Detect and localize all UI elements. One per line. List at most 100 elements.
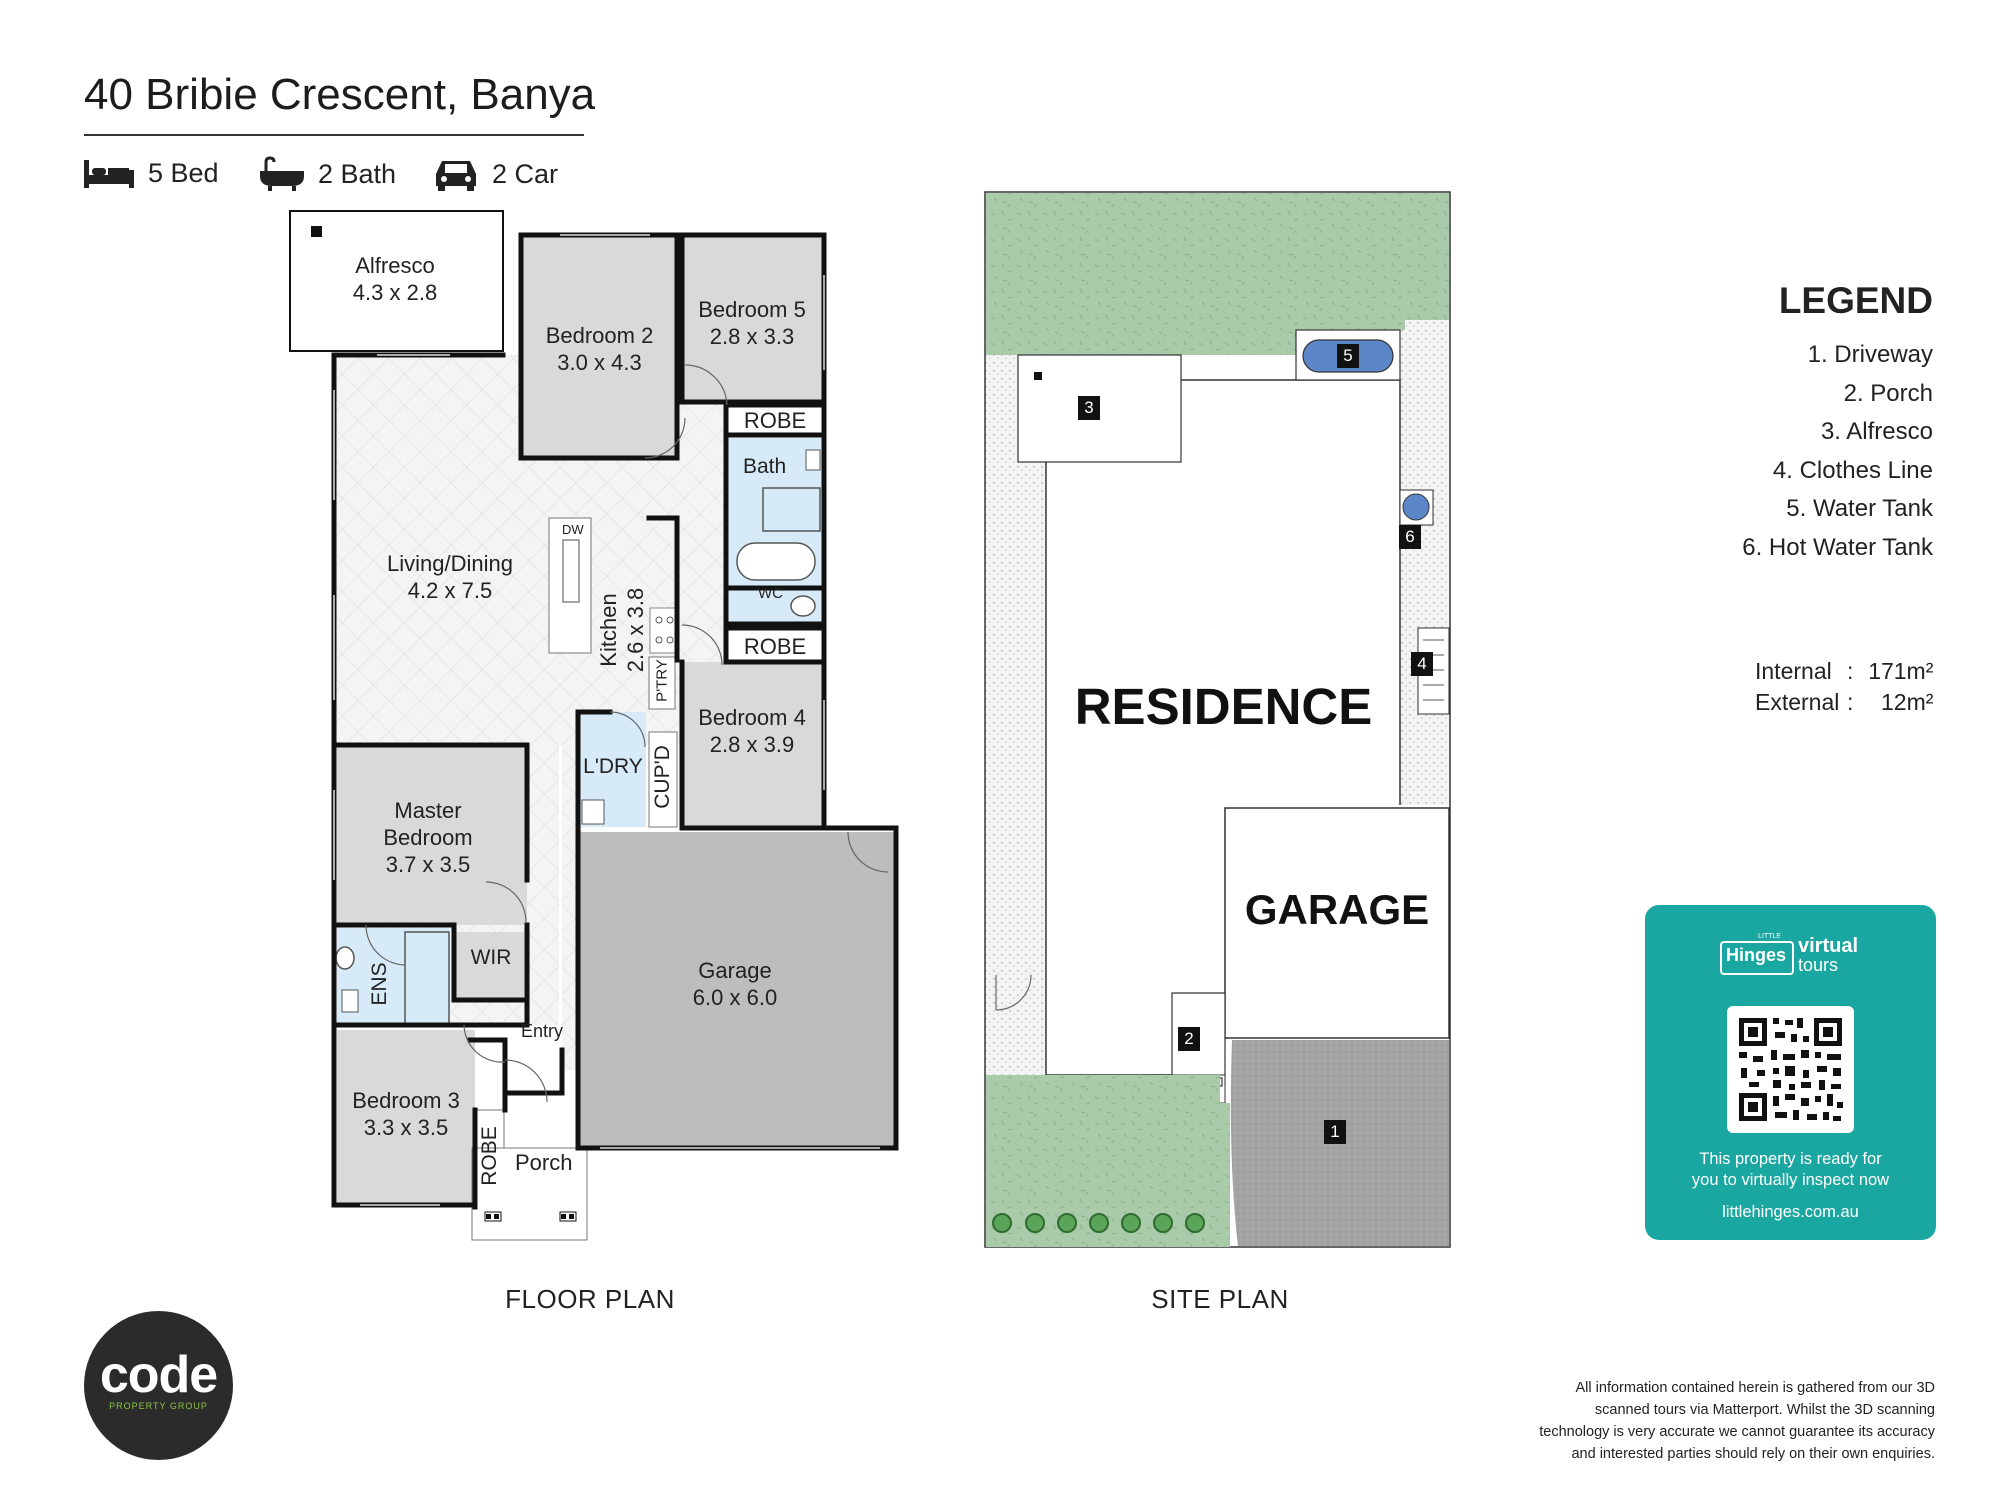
room-garage: Garage 6.0 x 6.0 xyxy=(620,957,850,1011)
car-icon xyxy=(432,156,480,192)
room-size: 2.8 x 3.9 xyxy=(709,732,795,757)
area-internal: Internal:171m² xyxy=(1755,656,1933,687)
logo-word: code xyxy=(99,1346,218,1404)
room-size: 3.7 x 3.5 xyxy=(385,852,471,877)
room-size: 4.3 x 2.8 xyxy=(352,280,438,305)
legend-item: 6. Hot Water Tank xyxy=(1742,533,1933,561)
site-garage-label: GARAGE xyxy=(1244,886,1430,933)
site-plan-caption: SITE PLAN xyxy=(1151,1284,1289,1314)
site-plan xyxy=(984,191,1451,1248)
legend-item: 5. Water Tank xyxy=(1786,495,1933,522)
legend-item: 4. Clothes Line xyxy=(1772,456,1933,484)
site-marker-3: 3 xyxy=(1078,396,1100,420)
feature-baths: 2 Bath xyxy=(258,156,396,192)
label-wir: WIR xyxy=(470,946,512,969)
label-entry: Entry xyxy=(521,1021,564,1041)
code-property-group-logo: code PROPERTY GROUP xyxy=(84,1311,233,1460)
property-address: 40 Bribie Crescent, Banya xyxy=(84,70,596,119)
label-ensuite: ENS xyxy=(368,962,391,1006)
label-dishwasher: DW xyxy=(562,522,584,537)
room-bedroom-4: Bedroom 4 2.8 x 3.9 xyxy=(682,704,822,758)
room-name: Master Bedroom xyxy=(383,798,473,850)
floor-plan xyxy=(289,210,899,1241)
room-name: Bedroom 5 xyxy=(698,297,806,322)
label-laundry: L'DRY xyxy=(583,755,643,778)
label-robe-3: ROBE xyxy=(478,1126,501,1186)
qr-code[interactable] xyxy=(1727,1006,1854,1133)
room-name: Bedroom 3 xyxy=(352,1088,460,1113)
room-name: Kitchen xyxy=(596,593,621,667)
room-name: Bedroom 4 xyxy=(698,705,806,730)
disclaimer-line: scanned tours via Matterport. Whilst the… xyxy=(1594,1402,1935,1418)
room-alfresco: Alfresco 4.3 x 2.8 xyxy=(300,252,490,306)
logo-subtitle: PROPERTY GROUP xyxy=(109,1401,208,1411)
area-external-value: 12m² xyxy=(1880,689,1934,715)
legend-item: 1. Driveway xyxy=(1807,341,1933,368)
title-divider xyxy=(84,134,584,136)
cars-label: 2 Car xyxy=(492,158,559,189)
room-kitchen: Kitchen 2.6 x 3.8 xyxy=(595,530,655,730)
bath-icon xyxy=(258,156,306,192)
label-wc: WC xyxy=(758,585,783,602)
room-size: 3.0 x 4.3 xyxy=(557,350,642,375)
room-name: Garage xyxy=(698,958,772,983)
baths-label: 2 Bath xyxy=(318,158,397,189)
area-summary: Internal:171m² External:12m² xyxy=(1755,656,1933,718)
brand-tours: tours xyxy=(1798,955,1839,975)
site-marker-5: 5 xyxy=(1337,344,1359,368)
label-robe-2: ROBE xyxy=(743,634,807,659)
area-separator: : xyxy=(1847,658,1854,684)
brand-small: LITTLE xyxy=(1758,933,1781,940)
virtual-tour-card[interactable]: LITTLE Hinges virtual tours xyxy=(1645,905,1936,1240)
disclaimer-line: technology is very accurate we cannot gu… xyxy=(1539,1424,1935,1440)
legend-item: 2. Porch xyxy=(1843,379,1933,407)
site-residence-label: RESIDENCE xyxy=(1074,678,1373,735)
bed-icon xyxy=(82,156,136,190)
room-name: Living/Dining xyxy=(387,551,513,576)
area-internal-value: 171m² xyxy=(1868,658,1934,684)
room-size: 6.0 x 6.0 xyxy=(692,985,778,1010)
disclaimer-line: All information contained herein is gath… xyxy=(1575,1380,1935,1396)
feature-cars: 2 Car xyxy=(432,156,558,192)
qr-code-icon xyxy=(1739,1018,1843,1121)
label-cupboard: CUP'D xyxy=(651,745,674,809)
label-pantry: P'TRY xyxy=(653,659,671,702)
room-name: Alfresco xyxy=(355,253,435,278)
room-bedroom-5: Bedroom 5 2.8 x 3.3 xyxy=(682,296,822,350)
beds-label: 5 Bed xyxy=(148,157,219,188)
room-name: Bedroom 2 xyxy=(545,323,654,348)
virtual-tour-line-2: you to virtually inspect now xyxy=(1691,1171,1890,1189)
site-marker-2: 2 xyxy=(1178,1027,1200,1051)
site-marker-1: 1 xyxy=(1324,1120,1346,1144)
feature-beds: 5 Bed xyxy=(82,156,219,190)
room-size: 3.3 x 3.5 xyxy=(363,1115,449,1140)
room-master-bedroom: Master Bedroom 3.7 x 3.5 xyxy=(348,797,508,878)
floor-plan-caption: FLOOR PLAN xyxy=(505,1284,675,1314)
label-bath: Bath xyxy=(743,455,787,478)
legend-item: 3. Alfresco xyxy=(1820,418,1933,445)
legend-title: LEGEND xyxy=(1778,280,1933,321)
area-external-label: External xyxy=(1755,689,1840,715)
virtual-tour-link[interactable]: littlehinges.com.au xyxy=(1722,1203,1859,1221)
room-bedroom-3: Bedroom 3 3.3 x 3.5 xyxy=(337,1087,475,1141)
area-external: External:12m² xyxy=(1755,687,1933,718)
label-porch: Porch xyxy=(515,1150,573,1175)
virtual-tour-text: This property is ready for you to virtua… xyxy=(1645,1149,1936,1191)
disclaimer-line: and interested parties should rely on th… xyxy=(1571,1446,1935,1462)
room-size: 4.2 x 7.5 xyxy=(407,578,493,603)
little-hinges-logo: LITTLE Hinges virtual tours xyxy=(1720,933,1870,983)
room-size: 2.8 x 3.3 xyxy=(709,324,795,349)
area-separator: : xyxy=(1847,689,1854,715)
site-marker-4: 4 xyxy=(1411,652,1433,676)
site-marker-6: 6 xyxy=(1399,525,1421,549)
virtual-tour-line-1: This property is ready for xyxy=(1699,1150,1882,1168)
area-internal-label: Internal xyxy=(1755,658,1832,684)
brand-name: Hinges xyxy=(1726,945,1787,965)
legend-list: 1. Driveway 2. Porch 3. Alfresco 4. Clot… xyxy=(1742,336,1933,567)
label-robe-1: ROBE xyxy=(743,408,807,433)
disclaimer: All information contained herein is gath… xyxy=(1455,1377,1935,1465)
room-living-dining: Living/Dining 4.2 x 7.5 xyxy=(360,550,540,604)
room-bedroom-2: Bedroom 2 3.0 x 4.3 xyxy=(521,322,678,376)
room-size: 2.6 x 3.8 xyxy=(623,587,648,673)
